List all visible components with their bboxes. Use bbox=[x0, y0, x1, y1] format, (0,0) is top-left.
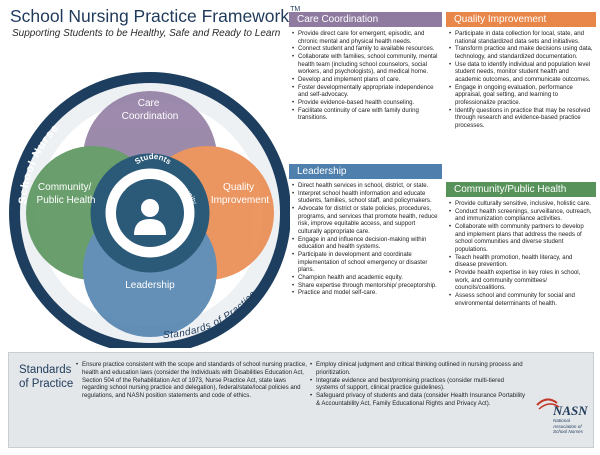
list-item: Use data to identify individual and popu… bbox=[448, 61, 594, 84]
list-item: Assess school and community for social a… bbox=[448, 292, 594, 307]
list-item: Connect student and family to available … bbox=[291, 45, 440, 53]
standards-left-column: Ensure practice consistent with the scop… bbox=[75, 361, 307, 400]
community-public-health-label: Community/ Public Health bbox=[37, 182, 96, 206]
list-item: Ensure practice consistent with the scop… bbox=[75, 361, 307, 400]
quality-improvement-panel: Quality Improvement Participate in data … bbox=[446, 12, 596, 130]
standards-right-column: Employ clinical judgment and critical th… bbox=[309, 361, 527, 408]
person-icon bbox=[134, 199, 166, 235]
leadership-list: Direct health services in school, distri… bbox=[289, 179, 442, 297]
standards-of-practice-panel: Standards of Practice Ensure practice co… bbox=[8, 352, 594, 448]
list-item: Share expertise through mentorship/ prec… bbox=[291, 282, 440, 290]
page-title: School Nursing Practice FrameworkTM bbox=[10, 6, 301, 26]
list-item: Safeguard privacy of students and data (… bbox=[309, 392, 527, 408]
community-public-health-list: Provide culturally sensitive, inclusive,… bbox=[446, 197, 596, 307]
svg-text:NASN: NASN bbox=[552, 403, 588, 418]
list-item: Practice and model self-care. bbox=[291, 289, 440, 297]
page-subtitle: Supporting Students to be Healthy, Safe … bbox=[12, 28, 281, 39]
list-item: Interpret school health information and … bbox=[291, 190, 440, 205]
community-public-health-header: Community/Public Health bbox=[446, 182, 596, 197]
care-coordination-header: Care Coordination bbox=[289, 12, 442, 27]
leadership-label: Leadership bbox=[125, 280, 175, 291]
list-item: Foster developmentally appropriate indep… bbox=[291, 84, 440, 99]
list-item: Conduct health screenings, surveillance,… bbox=[448, 208, 594, 223]
list-item: Develop and implement plans of care. bbox=[291, 76, 440, 84]
list-item: Provide culturally sensitive, inclusive,… bbox=[448, 200, 594, 208]
list-item: Engage in ongoing evaluation, performanc… bbox=[448, 84, 594, 107]
list-item: Engage in and influence decision-making … bbox=[291, 236, 440, 251]
leadership-header: Leadership bbox=[289, 164, 442, 179]
care-coordination-label: Care Coordination bbox=[122, 98, 179, 122]
list-item: Collaborate with families, school commun… bbox=[291, 53, 440, 76]
care-coordination-list: Provide direct care for emergent, episod… bbox=[289, 27, 442, 122]
quality-improvement-label: Quality Improvement bbox=[211, 182, 270, 206]
list-item: Participate in development and coordinat… bbox=[291, 251, 440, 274]
list-item: Advocate for district or state policies,… bbox=[291, 205, 440, 236]
leadership-panel: Leadership Direct health services in sch… bbox=[289, 164, 442, 297]
community-public-health-panel: Community/Public Health Provide cultural… bbox=[446, 182, 596, 307]
quality-improvement-header: Quality Improvement bbox=[446, 12, 596, 27]
list-item: Champion health and academic equity. bbox=[291, 274, 440, 282]
list-item: Employ clinical judgment and critical th… bbox=[309, 361, 527, 377]
list-item: Teach health promotion, health literacy,… bbox=[448, 254, 594, 269]
list-item: Provide direct care for emergent, episod… bbox=[291, 30, 440, 45]
quality-improvement-list: Participate in data collection for local… bbox=[446, 27, 596, 130]
nasn-logo-icon: NASN bbox=[536, 398, 588, 418]
list-item: Identify questions in practice that may … bbox=[448, 107, 594, 130]
nasn-name: National Association of School Nurses bbox=[553, 418, 583, 434]
list-item: Provide evidence-based health counseling… bbox=[291, 99, 440, 107]
students-label: Students bbox=[133, 152, 173, 167]
list-item: Collaborate with community partners to d… bbox=[448, 223, 594, 254]
care-coordination-panel: Care Coordination Provide direct care fo… bbox=[289, 12, 442, 122]
list-item: Direct health services in school, distri… bbox=[291, 182, 440, 190]
list-item: Transform practice and make decisions us… bbox=[448, 45, 594, 60]
framework-diagram: School Nurse Standards of Practice Famil… bbox=[0, 38, 291, 354]
list-item: Participate in data collection for local… bbox=[448, 30, 594, 45]
list-item: Facilitate continuity of care with famil… bbox=[291, 107, 440, 122]
standards-title: Standards of Practice bbox=[19, 364, 74, 391]
list-item: Provide health expertise in key roles in… bbox=[448, 269, 594, 292]
list-item: Integrate evidence and best/promising pr… bbox=[309, 377, 527, 393]
nasn-logo: NASN National Association of School Nurs… bbox=[533, 385, 591, 441]
